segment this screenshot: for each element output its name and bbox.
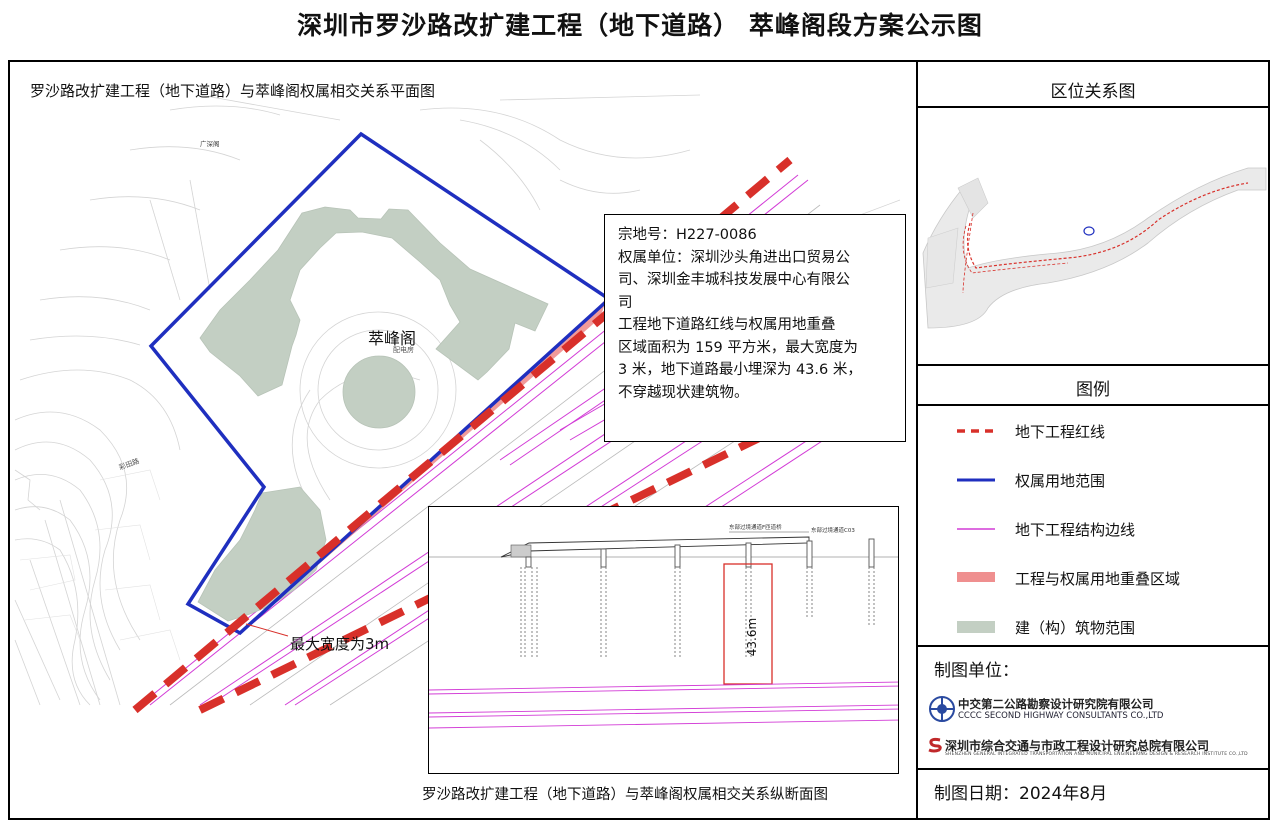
info-line: 司 — [618, 294, 633, 311]
legend-symbol-overlap — [957, 572, 995, 582]
page-title: 深圳市罗沙路改扩建工程（地下道路） 萃峰阁段方案公示图 — [297, 11, 983, 40]
info-line: 工程地下道路红线与权属用地重叠 — [618, 317, 836, 333]
place-name-label: 萃峰阁 — [368, 329, 417, 348]
right-panel-divider — [916, 62, 918, 818]
info-line: 权属单位：深圳沙头角进出口贸易公 — [618, 249, 850, 266]
date-label: 制图日期：2024年8月 — [934, 784, 1108, 804]
legend-label-building: 建（构）筑物范围 — [1015, 619, 1136, 637]
legend-symbol-building — [957, 621, 995, 633]
parcel-info-box: 宗地号：H227-0086 权属单位：深圳沙头角进出口贸易公 司、深圳金丰城科技… — [604, 214, 906, 442]
company1-logo-icon — [929, 696, 955, 722]
max-width-leader — [245, 623, 289, 637]
building-footprints — [197, 206, 549, 622]
divider — [917, 404, 1269, 406]
bridge-label: 东部过境通道F匝道桥 — [729, 523, 782, 531]
map-label-2: 配电房 — [393, 345, 414, 354]
company2-logo-icon — [928, 737, 942, 753]
divider — [917, 645, 1269, 647]
info-line: 区域面积为 159 平方米，最大宽度为 — [618, 339, 858, 356]
legend-label-magenta-line: 地下工程结构边线 — [1015, 521, 1136, 539]
info-line: 不穿越现状建筑物。 — [618, 384, 749, 401]
ramp-label: 东部过境通道C03 — [811, 526, 855, 534]
profile-caption: 罗沙路改扩建工程（地下道路）与萃峰阁权属相交关系纵断面图 — [422, 787, 828, 803]
org-label: 制图单位： — [934, 661, 1019, 681]
map-label-3: 彩田路 — [118, 456, 141, 472]
legend-label-overlap: 工程与权属用地重叠区域 — [1015, 570, 1181, 588]
info-line: 3 米，地下道路最小埋深为 43.6 米， — [618, 362, 862, 378]
info-line: 司、深圳金丰城科技发展中心有限公 — [618, 272, 850, 288]
company2-name-en: SHENZHEN GENERAL INTEGRATED TRANSPORTATI… — [945, 752, 1248, 757]
company1-name: 中交第二公路勘察设计研究院有限公司 — [958, 697, 1154, 711]
divider — [917, 768, 1269, 770]
legend-label-red-line: 地下工程红线 — [1015, 423, 1106, 441]
profile-section-inset: 43.6m 东部过境通道F匝道桥 东部过境通道C03 — [428, 506, 899, 774]
company1-name-en: CCCC SECOND HIGHWAY CONSULTANTS CO.,LTD — [958, 711, 1164, 721]
divider — [917, 106, 1269, 108]
profile-drawing: 43.6m 东部过境通道F匝道桥 东部过境通道C03 — [429, 523, 898, 729]
legend-symbols — [957, 429, 995, 633]
map-label-1: 广深阁 — [200, 139, 220, 148]
max-width-label: 最大宽度为3m — [290, 635, 390, 653]
legend-label-blue-line: 权属用地范围 — [1015, 472, 1106, 490]
location-map-title: 区位关系图 — [1050, 82, 1136, 102]
legend-title: 图例 — [1076, 380, 1110, 400]
round-building — [342, 355, 416, 429]
depth-highlight-box — [723, 563, 773, 685]
company2-name: 深圳市综合交通与市政工程设计研究总院有限公司 — [945, 739, 1210, 753]
divider — [917, 364, 1269, 366]
drawing-frame — [8, 60, 1270, 820]
location-map — [922, 167, 1267, 329]
plan-title: 罗沙路改扩建工程（地下道路）与萃峰阁权属相交关系平面图 — [30, 82, 436, 100]
info-line: 宗地号：H227-0086 — [618, 227, 757, 243]
terrain-background — [14, 94, 901, 706]
depth-label: 43.6m — [745, 618, 759, 656]
